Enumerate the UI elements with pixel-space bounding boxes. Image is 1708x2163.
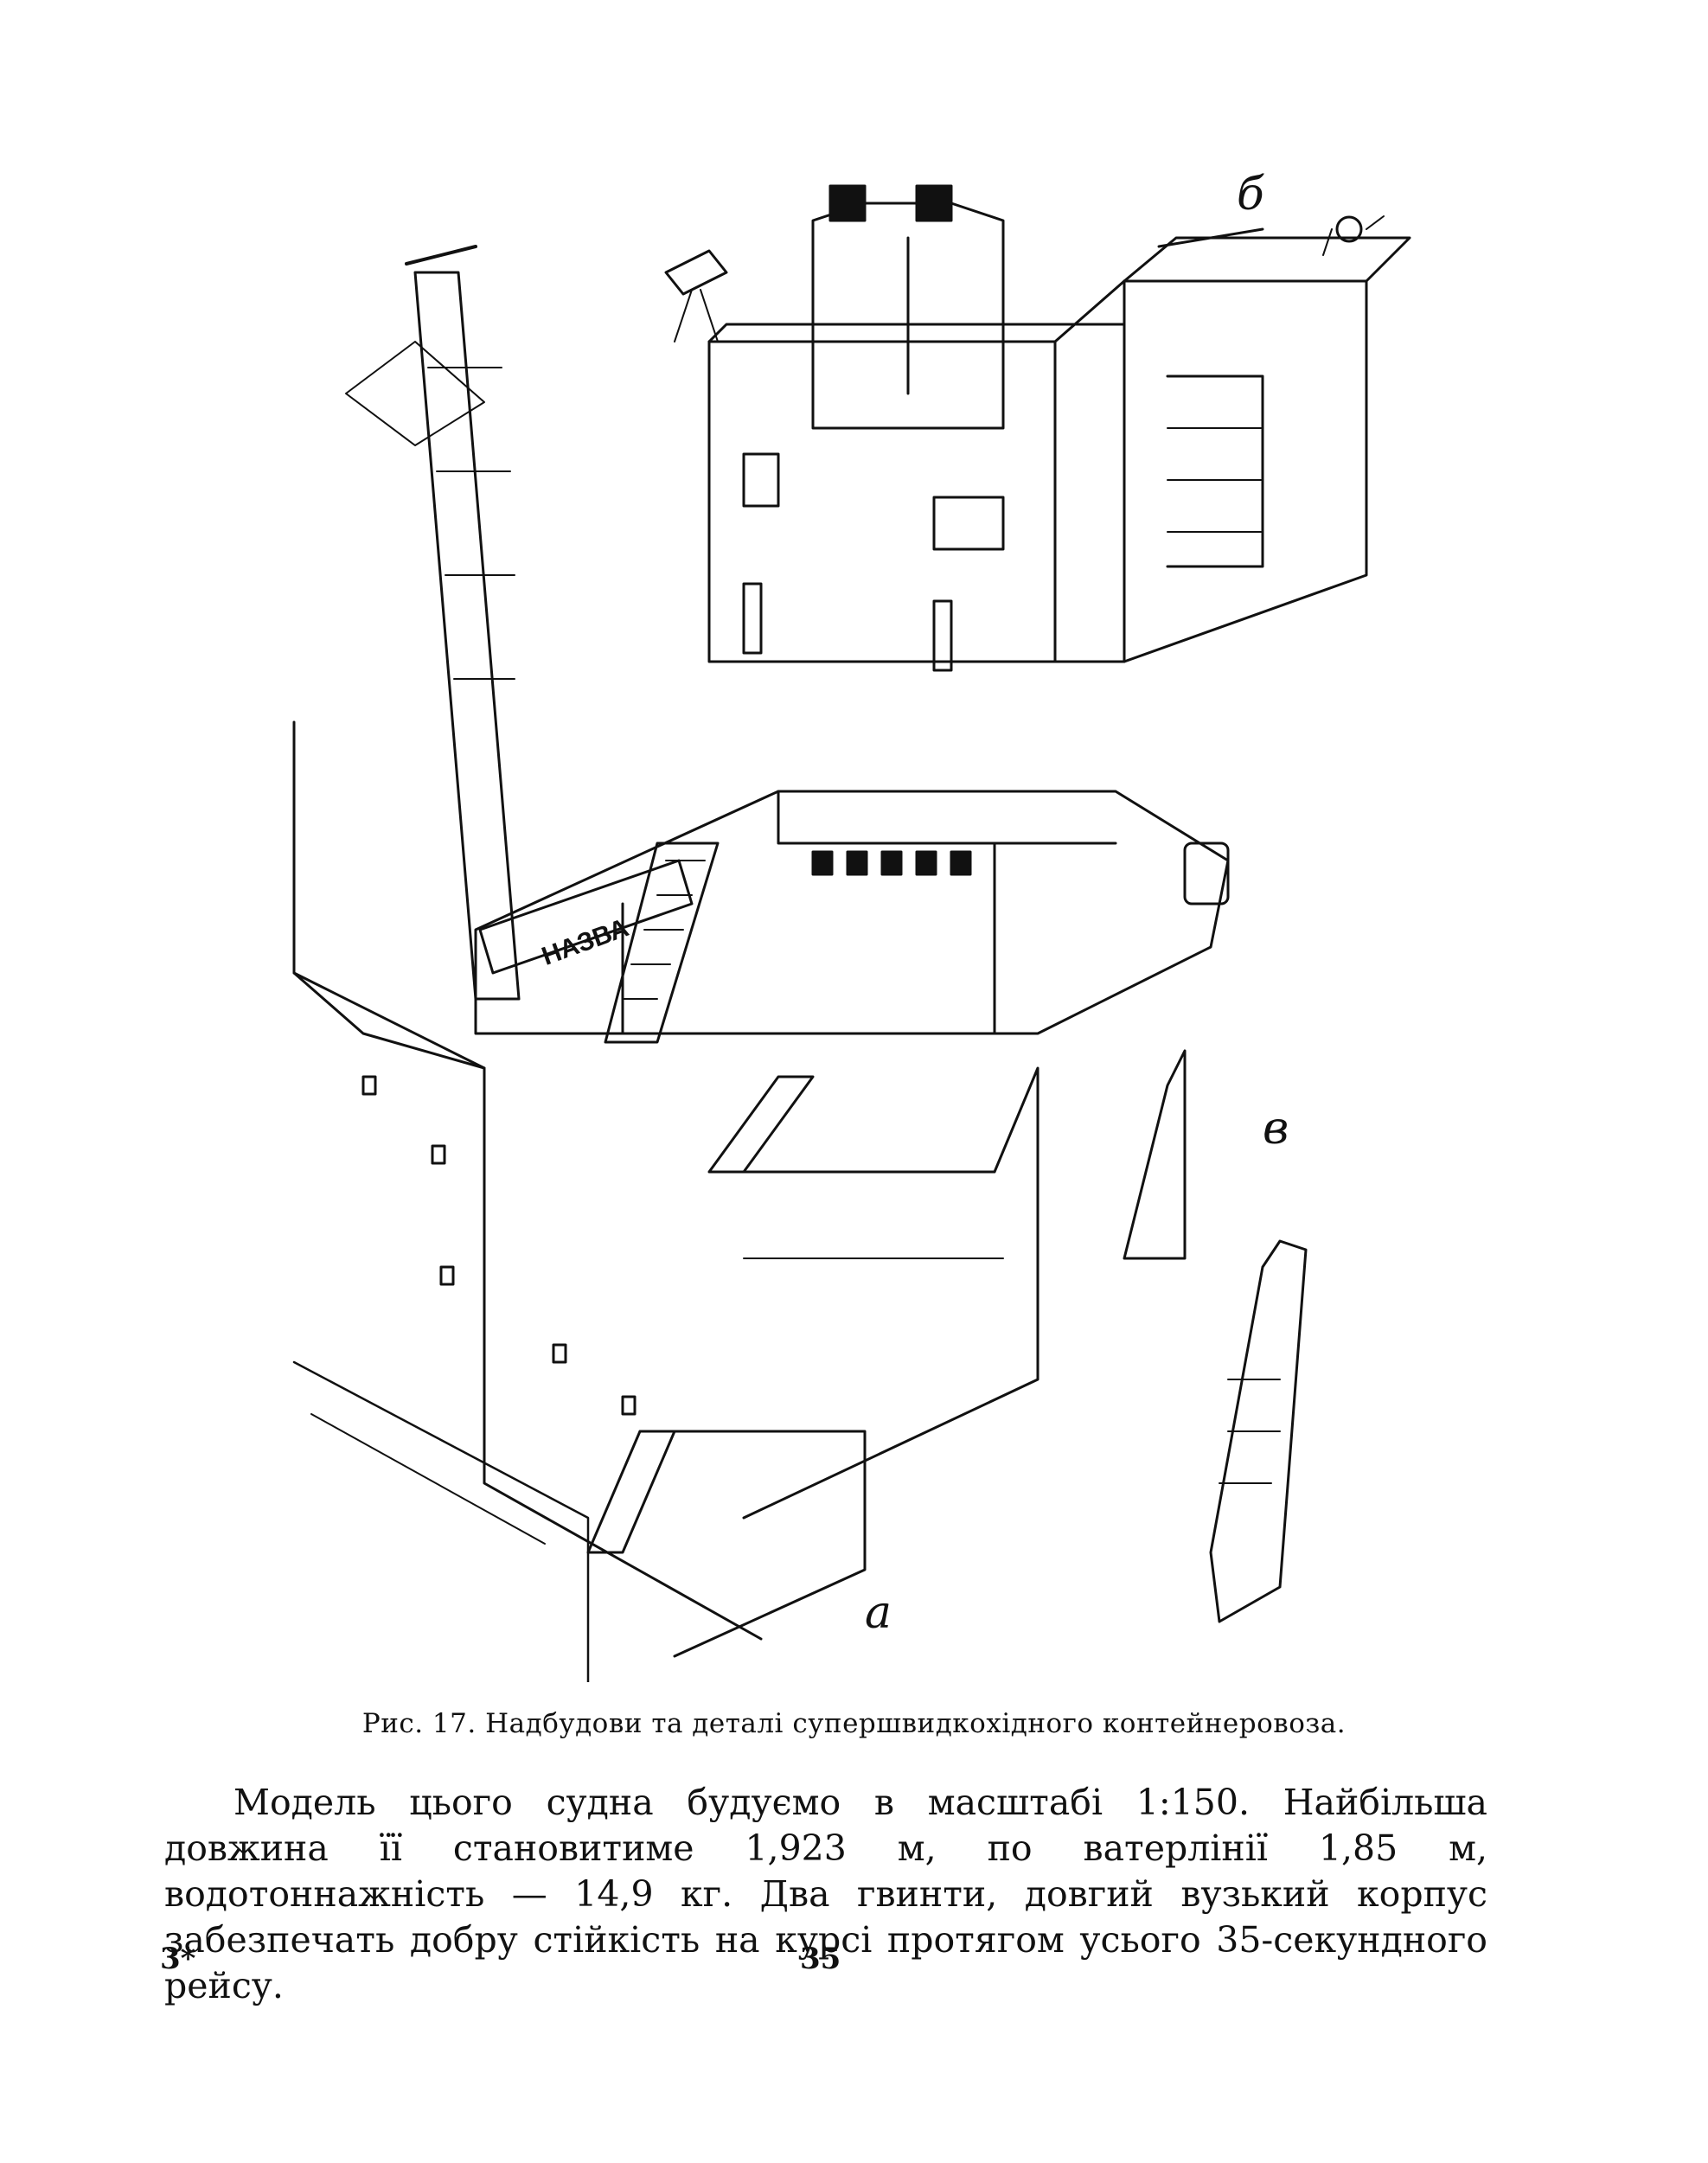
label-a: а	[865, 1587, 892, 1639]
label-b: б	[1237, 169, 1264, 221]
figure-caption: Рис. 17. Надбудови та деталі супершвидко…	[361, 1708, 1347, 1739]
body-text: Модель цього судна будуємо в масштабі 1:…	[164, 1780, 1487, 2009]
signature-mark: 3*	[160, 1942, 196, 1976]
label-v: в	[1263, 1103, 1289, 1155]
ship-superstructure-drawing: НАЗВА	[259, 169, 1444, 1684]
body-paragraph: Модель цього судна будуємо в масштабі 1:…	[164, 1782, 1487, 2006]
ship-name-board: НАЗВА	[538, 913, 632, 971]
page-number: 35	[800, 1942, 841, 1976]
ship-line-drawing: НАЗВА	[292, 184, 1411, 1684]
